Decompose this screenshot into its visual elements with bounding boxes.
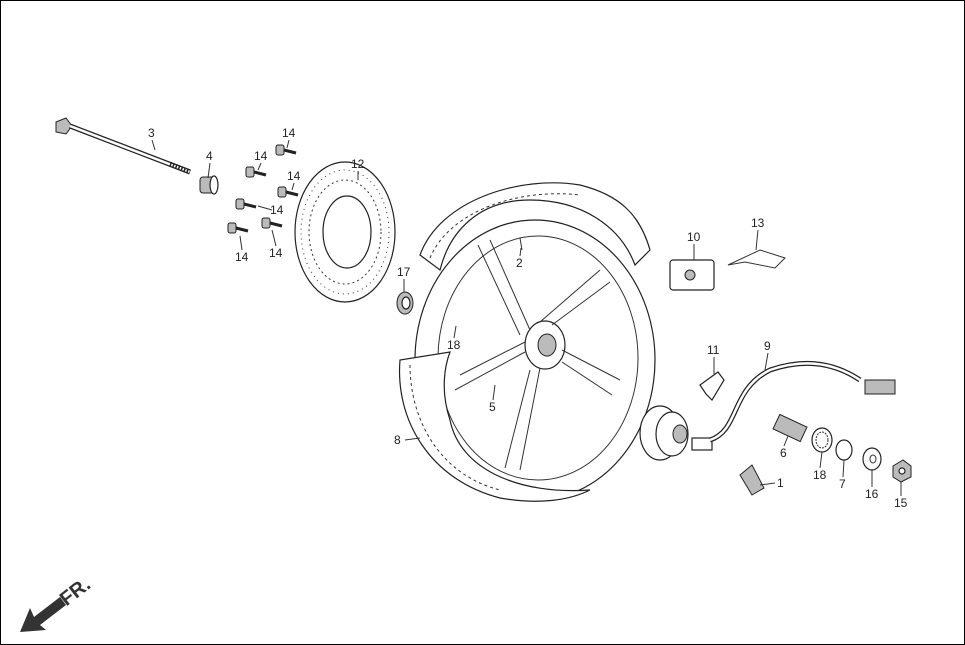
leader-lines [151,139,902,496]
callout-5: 5 [489,400,496,414]
washer-part [862,447,882,471]
tire-top-part [419,182,651,272]
callout-2: 2 [516,256,523,270]
brake-disc-part [294,161,396,303]
callout-14: 14 [235,250,249,264]
callout-3: 3 [148,126,155,140]
oil-seal-part [396,291,414,315]
disc-bolts [227,144,299,234]
bearing-right-part [811,427,833,453]
callout-15: 15 [894,496,908,510]
callout-14: 14 [254,149,268,163]
seal-part [835,439,853,461]
front-direction-arrow-icon [20,597,66,632]
callout-12: 12 [351,157,365,171]
callout-14: 14 [282,126,296,140]
valve-part [519,237,523,251]
callout-14: 14 [269,246,283,260]
retainer-part [739,464,765,496]
callout-8: 8 [394,433,401,447]
axle-nut-part [892,459,912,483]
speedometer-gear-part [639,405,713,461]
collar-part [772,413,808,443]
callout-9: 9 [764,339,771,353]
callout-18: 18 [813,468,827,482]
callout-14: 14 [287,169,301,183]
tire-bottom-part [398,351,591,502]
callout-18: 18 [447,338,461,352]
callout-14: 14 [270,203,284,217]
callout-16: 16 [865,487,879,501]
connector-part [864,379,896,395]
clip-part [727,249,786,269]
clamp-part [699,371,725,401]
callout-10: 10 [687,230,701,244]
callout-13: 13 [751,216,765,230]
spacer-part [199,175,219,195]
callout-4: 4 [206,149,213,163]
bracket-part [669,259,715,291]
callout-11: 11 [707,343,720,357]
callout-1: 1 [777,476,784,490]
callout-6: 6 [780,446,787,460]
callout-7: 7 [839,477,846,491]
axle-part [55,117,191,175]
callout-17: 17 [397,265,411,279]
